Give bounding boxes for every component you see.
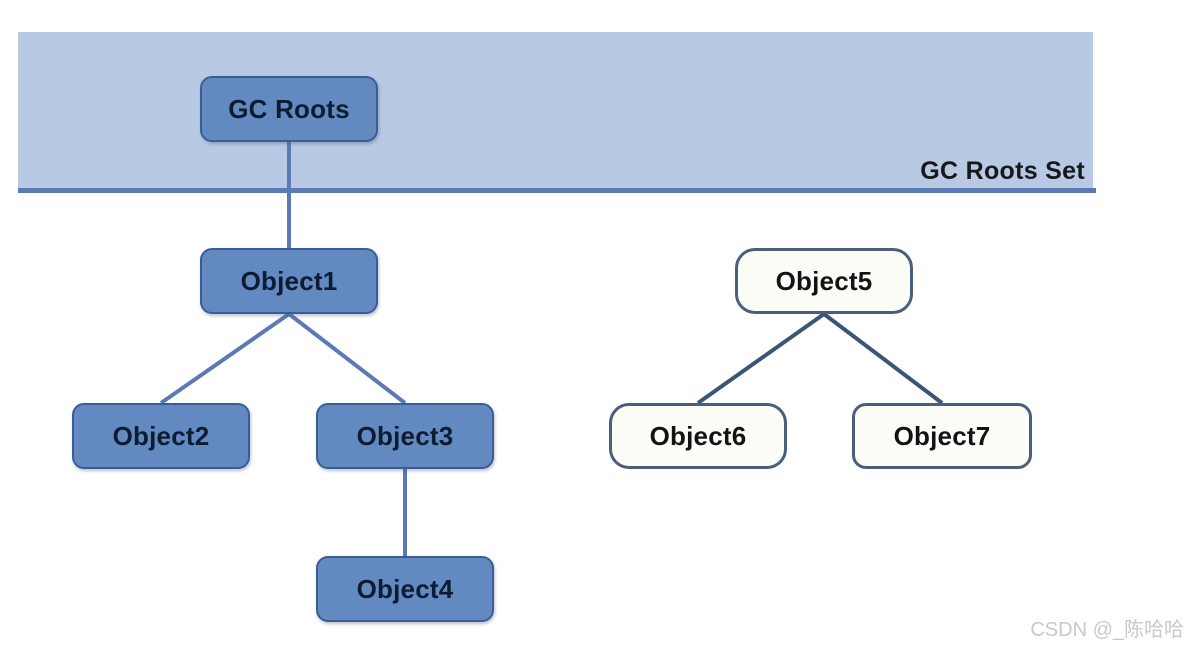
node-object3[interactable]: Object3 xyxy=(316,403,494,469)
node-label: Object7 xyxy=(893,420,991,451)
node-object2[interactable]: Object2 xyxy=(72,403,250,469)
node-object5[interactable]: Object5 xyxy=(735,248,913,314)
node-object7[interactable]: Object7 xyxy=(852,403,1032,469)
node-gc-roots[interactable]: GC Roots xyxy=(200,76,378,142)
gc-roots-set-band: GC Roots Set xyxy=(18,32,1093,188)
node-object6[interactable]: Object6 xyxy=(609,403,787,469)
edge-object1-to-object2 xyxy=(159,312,291,405)
node-object1[interactable]: Object1 xyxy=(200,248,378,314)
gc-roots-set-divider xyxy=(18,188,1096,193)
node-object4[interactable]: Object4 xyxy=(316,556,494,622)
edge-object5-to-object6 xyxy=(696,312,826,405)
node-label: Object3 xyxy=(356,420,454,451)
gc-roots-set-label: GC Roots Set xyxy=(920,157,1085,185)
node-label: Object2 xyxy=(112,420,210,451)
node-label: Object5 xyxy=(775,265,873,296)
node-label: Object1 xyxy=(240,265,338,296)
edge-object1-to-object3 xyxy=(287,312,407,405)
watermark: CSDN @_陈哈哈 xyxy=(1030,619,1184,641)
edge-object5-to-object7 xyxy=(822,312,944,405)
node-label: Object6 xyxy=(649,420,747,451)
node-label: GC Roots xyxy=(228,93,350,124)
node-label: Object4 xyxy=(356,573,454,604)
